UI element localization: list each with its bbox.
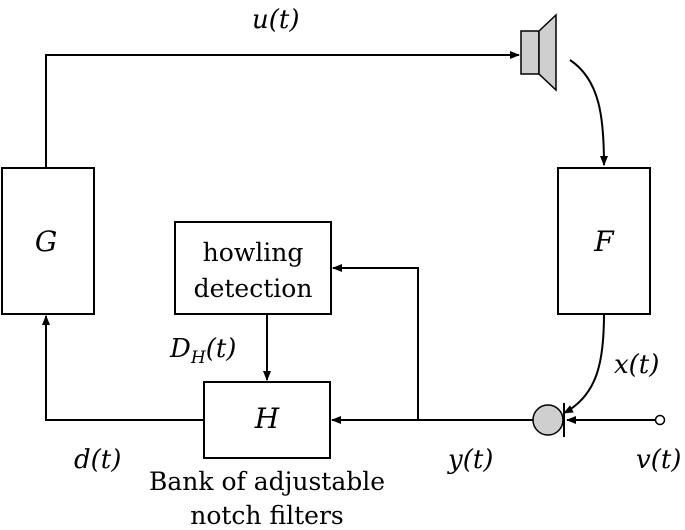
signal-label-dh-sub: H [190,348,207,368]
loudspeaker-icon [520,13,557,92]
acoustic-path-to-f [569,59,608,166]
block-h [203,381,331,459]
caption-line1: Bank of adjustable [149,467,385,496]
signal-label-v: v(t) [636,445,681,475]
signal-label-y: y(t) [447,445,493,475]
block-howling-detection [174,221,332,315]
signal-line-x [563,313,605,414]
block-h-label: H [254,402,280,435]
howling-label-line1: howling [203,238,304,267]
block-g [1,167,95,315]
howling-label-line2: detection [194,274,313,303]
signal-label-dh: DH(t) [169,334,236,368]
block-f [557,167,651,315]
block-g-label: G [35,225,57,258]
signal-label-d: d(t) [74,445,121,475]
input-terminal [654,414,666,426]
signal-label-dh-main: D [169,334,191,364]
signal-line-d [42,315,204,421]
signal-label-x: x(t) [614,350,659,380]
block-f-label: F [593,225,615,258]
microphone-summing-node [532,404,564,436]
signal-label-dh-rest: (t) [206,334,237,364]
signal-label-u: u(t) [252,5,299,35]
signal-line-y-branch [332,264,419,420]
caption-line2: notch filters [190,501,344,530]
signal-line-u [45,51,520,168]
